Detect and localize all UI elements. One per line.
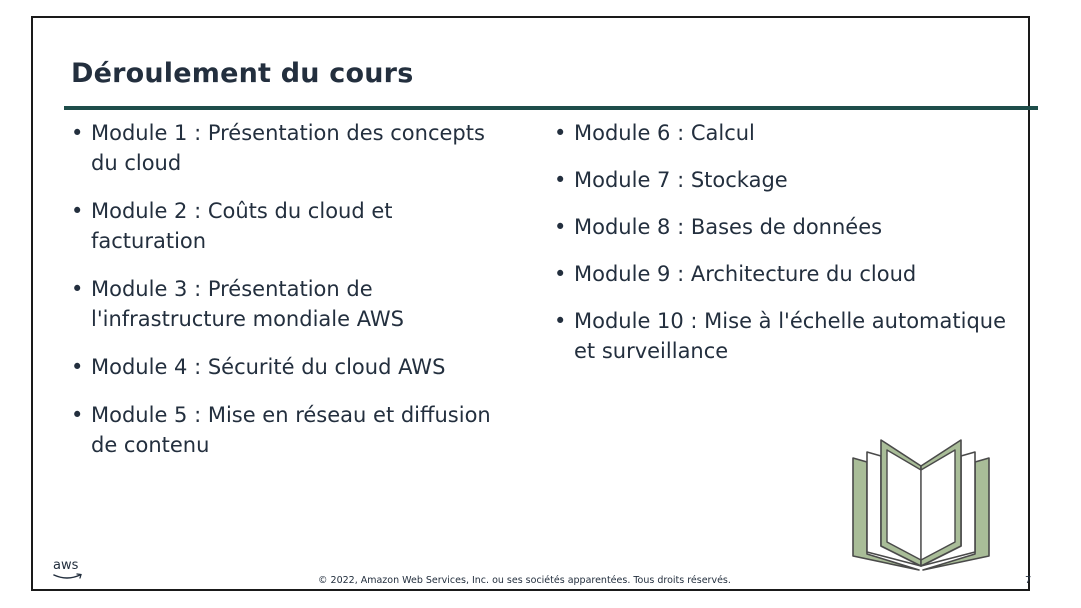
list-item: • Module 9 : Architecture du cloud	[554, 259, 1014, 289]
list-item-text: Module 10 : Mise à l'échelle automatique…	[574, 309, 1006, 363]
list-item-text: Module 5 : Mise en réseau et diffusion d…	[91, 403, 491, 457]
open-book-icon	[852, 439, 990, 571]
list-item: • Module 2 : Coûts du cloud et facturatio…	[71, 196, 511, 256]
list-item-text: Module 9 : Architecture du cloud	[574, 262, 917, 286]
bullet-icon: •	[554, 215, 567, 239]
list-item-text: Module 6 : Calcul	[574, 121, 755, 145]
list-item-text: Module 4 : Sécurité du cloud AWS	[91, 355, 446, 379]
list-item-text: Module 7 : Stockage	[574, 168, 788, 192]
bullet-icon: •	[71, 121, 84, 145]
bullet-icon: •	[71, 355, 84, 379]
bullet-icon: •	[71, 199, 84, 223]
list-item: • Module 5 : Mise en réseau et diffusion …	[71, 400, 511, 460]
list-item-text: Module 8 : Bases de données	[574, 215, 883, 239]
list-item: • Module 3 : Présentation de l'infrastruc…	[71, 274, 511, 334]
module-list-right: •Module 6 : Calcul •Module 7 : Stockage …	[554, 118, 1014, 383]
list-item-text: Module 1 : Présentation des concepts du …	[91, 121, 485, 175]
title-divider	[64, 106, 1038, 110]
aws-logo-text: aws	[53, 558, 79, 573]
list-item-text: Module 2 : Coûts du cloud et facturation	[91, 199, 393, 253]
bullet-icon: •	[554, 121, 567, 145]
list-item: • Module 4 : Sécurité du cloud AWS	[71, 352, 511, 382]
bullet-icon: •	[554, 262, 567, 286]
list-item-text: Module 3 : Présentation de l'infrastruct…	[91, 277, 405, 331]
list-item: • Module 1 : Présentation des concepts du…	[71, 118, 511, 178]
bullet-icon: •	[554, 309, 567, 333]
list-item: • Module 8 : Bases de données	[554, 212, 1014, 242]
copyright-footer: © 2022, Amazon Web Services, Inc. ou ses…	[318, 575, 731, 586]
list-item: • Module 7 : Stockage	[554, 165, 1014, 195]
list-item: • Module 10 : Mise à l'échelle automatiqu…	[554, 306, 1014, 366]
module-list-left: • Module 1 : Présentation des concepts du…	[71, 118, 511, 478]
bullet-icon: •	[554, 168, 567, 192]
bullet-icon: •	[71, 403, 84, 427]
bullet-icon: •	[71, 277, 84, 301]
aws-logo: aws	[53, 558, 87, 580]
list-item: • Module 6 : Calcul	[554, 118, 1014, 148]
page-number: 7	[1025, 575, 1032, 586]
aws-smile-icon	[53, 573, 82, 579]
slide-title: Déroulement du cours	[71, 58, 414, 89]
slide: Déroulement du cours • Module 1 : Présent…	[31, 16, 1038, 591]
